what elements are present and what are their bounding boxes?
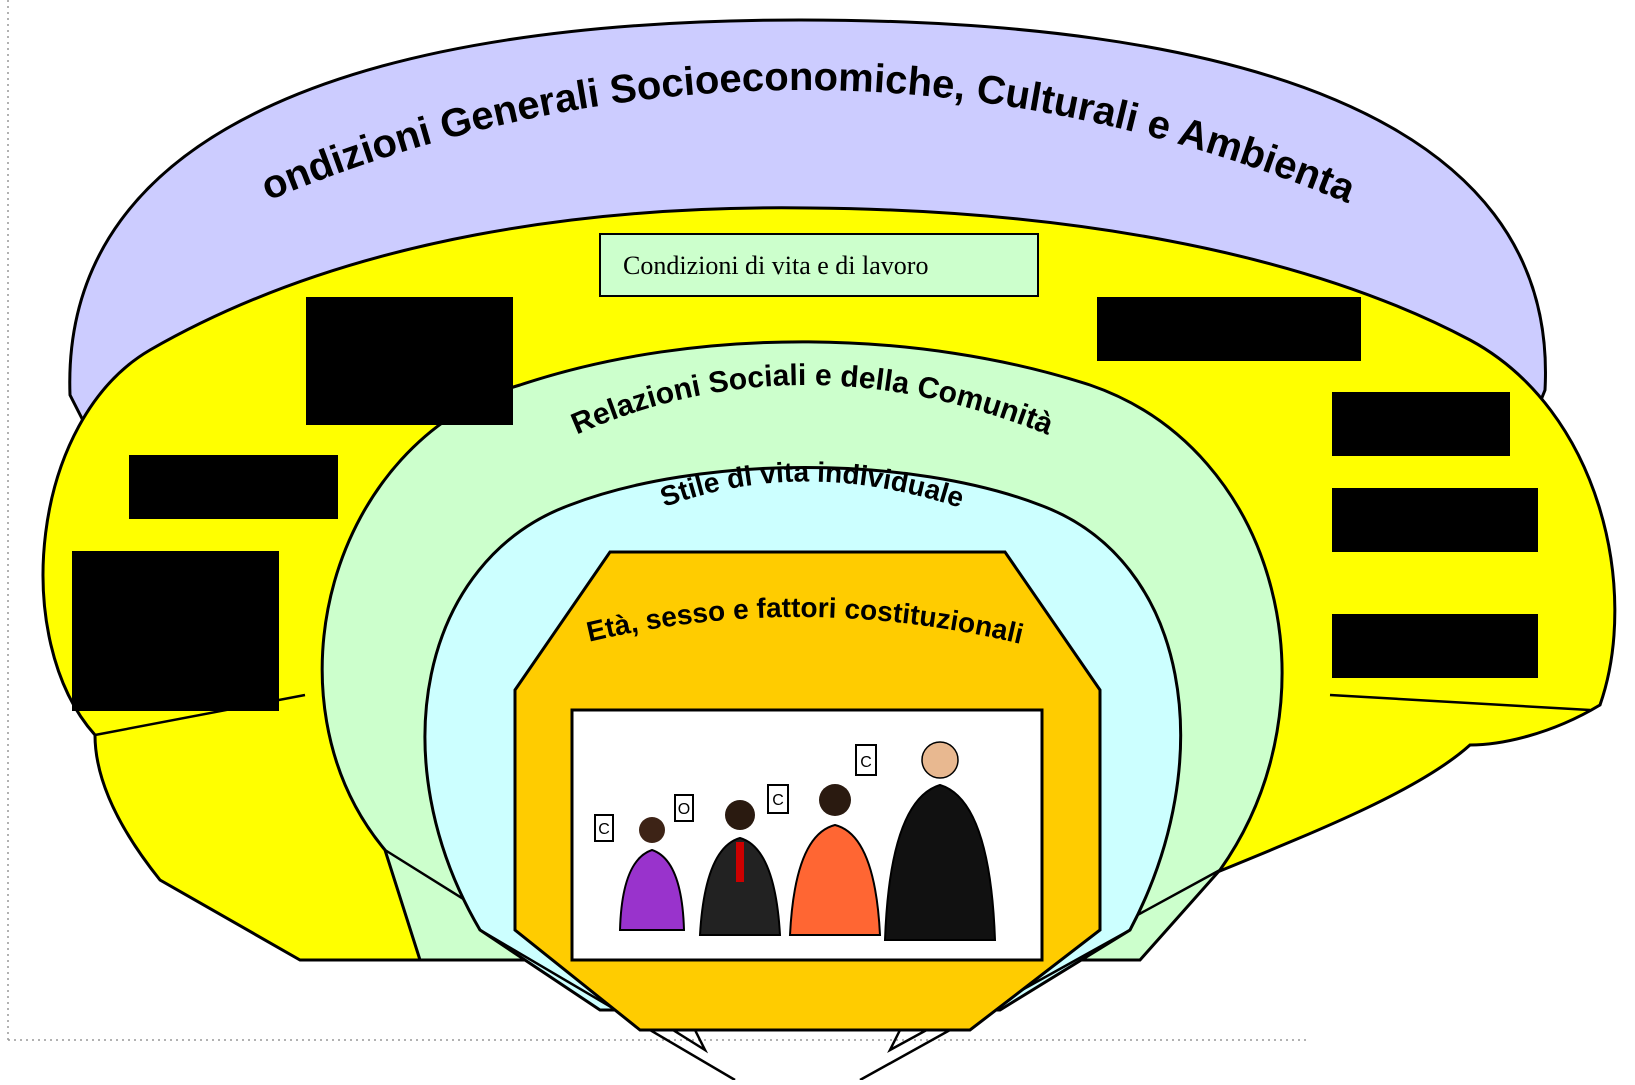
card-letter-1: C xyxy=(598,821,610,838)
box-servizi-label: Servizi xyxy=(1355,407,1429,436)
people-group-icon: C O C C xyxy=(594,741,997,941)
box-disoccupazione-label: Disoccupazione xyxy=(1120,312,1286,341)
vote-card-3 xyxy=(767,784,789,814)
card-letter-2: O xyxy=(678,801,690,818)
illustration-panel: C O C C xyxy=(570,708,1044,962)
box-alloggi-label: Alloggi xyxy=(1355,629,1434,658)
box-agricoltura-line-3: alimentare xyxy=(120,645,230,674)
card-letter-3: C xyxy=(772,792,784,809)
box-educazione-label: Educazione xyxy=(153,471,274,500)
box-agricoltura: Agricoltura e produzione alimentare xyxy=(72,551,279,711)
box-educazione: Educazione xyxy=(129,455,338,519)
box-disoccupazione: Disoccupazione xyxy=(1097,297,1361,361)
card-letter-4: C xyxy=(860,754,872,771)
box-alloggi: Alloggi xyxy=(1332,614,1538,678)
vote-card-2 xyxy=(674,794,694,822)
box-agricoltura-line-1: Agricoltura e xyxy=(106,567,244,596)
box-condizioni-label: Condizioni di vita e di lavoro xyxy=(623,251,928,280)
box-ambiente: Ambiente Di lavoro xyxy=(306,297,513,425)
vote-card-4 xyxy=(855,744,877,776)
vote-card-1 xyxy=(594,814,614,842)
living-fold-right xyxy=(1329,693,1591,712)
box-acqua: Acqua xyxy=(1332,488,1538,552)
box-agricoltura-line-2: produzione xyxy=(117,605,234,634)
box-servizi: Servizi xyxy=(1332,392,1510,456)
box-ambiente-line-1: Ambiente xyxy=(330,312,433,341)
box-condizioni: Condizioni di vita e di lavoro xyxy=(599,233,1039,297)
box-acqua-label: Acqua xyxy=(1355,503,1423,532)
box-ambiente-line-2: Di lavoro xyxy=(330,369,429,398)
